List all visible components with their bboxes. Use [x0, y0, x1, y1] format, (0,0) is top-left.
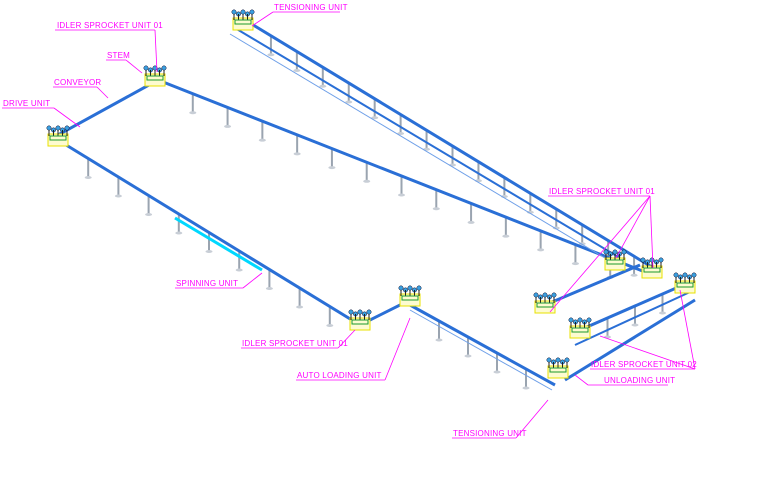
support-foot — [296, 305, 304, 309]
label-idler-sprocket-bottom: IDLER SPROCKET UNIT 01 — [242, 339, 348, 348]
auto-loading-unit — [398, 285, 422, 307]
conveyor-right-a — [544, 263, 641, 307]
support-foot — [571, 262, 579, 266]
support-foot — [345, 100, 353, 104]
label-idler-sprocket-right: IDLER SPROCKET UNIT 01 — [549, 187, 655, 196]
support-foot — [464, 354, 472, 358]
support-foot — [371, 116, 379, 120]
support-foot — [326, 324, 334, 327]
support-foot — [175, 231, 183, 235]
conveyor-top-left — [57, 78, 159, 137]
leader-lines — [2, 11, 696, 439]
support-foot — [552, 226, 560, 230]
conveyor-return-2 — [234, 27, 621, 259]
idler-sprocket-unit — [143, 65, 167, 87]
conveyor-lines — [57, 18, 696, 391]
idler-sprocket-unit — [533, 292, 557, 314]
label-tensioning-unit-bottom: TENSIONING UNIT — [453, 429, 527, 438]
label-tensioning-unit-top: TENSIONING UNIT — [274, 3, 348, 12]
support-foot — [267, 53, 275, 57]
label-auto-loading-unit: AUTO LOADING UNIT — [297, 371, 382, 380]
support-foot — [502, 234, 510, 238]
support-foot — [398, 193, 405, 197]
support-foot — [363, 179, 371, 183]
conveyor-bottom-b2 — [409, 309, 553, 391]
support-foot — [659, 311, 666, 315]
support-foot — [145, 213, 153, 216]
support-foot — [114, 194, 122, 198]
conveyor-right-2 — [574, 291, 691, 346]
support-foot — [205, 250, 213, 253]
support-foot — [630, 273, 638, 277]
support-foot — [493, 370, 501, 374]
conveyor-left-long — [57, 138, 361, 327]
conveyor-right-1 — [579, 280, 691, 332]
support-foot — [293, 152, 301, 156]
conveyor-bottom-b — [409, 303, 556, 387]
support-foot — [224, 124, 232, 128]
support-foot — [397, 132, 405, 135]
support-foot — [84, 176, 92, 179]
support-foot — [631, 323, 639, 327]
label-idler-sprocket-02: IDLER SPROCKET UNIT 02 — [591, 360, 697, 369]
label-drive-unit: DRIVE UNIT — [3, 99, 50, 108]
label-spinning-unit: SPINNING UNIT — [176, 279, 238, 288]
support-foot — [526, 210, 534, 214]
support-foot — [189, 111, 197, 115]
support-foot — [522, 386, 530, 390]
support-foot — [235, 268, 243, 272]
conveyor-return-1 — [244, 18, 661, 274]
unloading-unit — [546, 357, 570, 379]
label-conveyor: CONVEYOR — [54, 78, 101, 87]
idler-sprocket-unit — [640, 257, 664, 279]
support-foot — [258, 138, 266, 142]
conveyor-top-long — [157, 78, 646, 274]
support-foot — [293, 69, 301, 72]
idler-sprocket-unit — [568, 317, 592, 339]
support-foot — [319, 84, 327, 88]
drive-unit — [46, 125, 70, 147]
label-idler-sprocket-top: IDLER SPROCKET UNIT 01 — [57, 21, 163, 30]
support-foot — [467, 220, 475, 224]
conveyor-return-3 — [229, 33, 616, 265]
conveyor-right-3 — [564, 298, 696, 382]
conveyor-spinning-section — [174, 216, 263, 272]
support-foot — [265, 287, 273, 290]
support-foot — [435, 338, 443, 342]
idler-sprocket-unit — [673, 272, 697, 294]
support-foot — [432, 207, 440, 211]
idler-sprocket-unit — [348, 309, 372, 331]
label-unloading-unit: UNLOADING UNIT — [604, 376, 675, 385]
support-foot — [537, 248, 545, 252]
idler-sprocket-unit — [603, 249, 627, 271]
support-columns — [84, 35, 666, 390]
label-stem: STEM — [107, 51, 130, 60]
machine-units — [46, 9, 697, 379]
tensioning-unit — [231, 9, 255, 31]
support-foot — [328, 166, 336, 170]
